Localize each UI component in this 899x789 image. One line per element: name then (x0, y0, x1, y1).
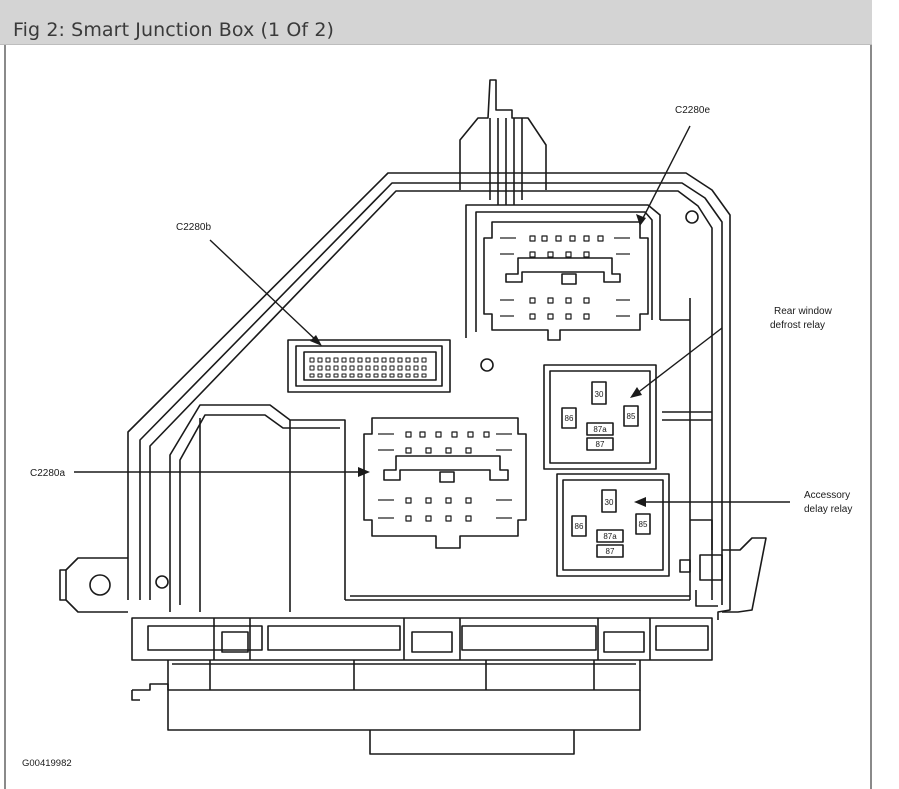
top-connector-tab (459, 79, 547, 205)
acc-relay-pin-86: 86 (575, 522, 584, 531)
label-c2280a: C2280a (30, 468, 65, 479)
acc-relay-pin-87: 87 (606, 547, 615, 556)
acc-relay-pin-85: 85 (639, 520, 648, 529)
relay-accessory-outline (556, 473, 670, 577)
rear-relay-pin-85: 85 (627, 412, 636, 421)
rear-relay-pin-87: 87 (596, 440, 605, 449)
figure-id: G00419982 (22, 758, 72, 769)
connector-c2280a (363, 417, 527, 549)
label-c2280e: C2280e (675, 105, 710, 116)
figure-title-bar: Fig 2: Smart Junction Box (1 Of 2) (0, 0, 872, 45)
leader-c2280b (209, 239, 319, 343)
rear-relay-pin-86: 86 (565, 414, 574, 423)
upper-compartment (465, 204, 661, 338)
page-margin (872, 0, 899, 789)
acc-relay-pin-30: 30 (605, 498, 614, 507)
label-accessory-line2: delay relay (804, 504, 852, 515)
figure-frame (4, 45, 872, 789)
left-pocket (169, 404, 346, 612)
left-mounting-ear (59, 557, 169, 613)
housing-outline (127, 172, 767, 620)
leader-c2280e (641, 125, 691, 221)
leader-rear-defrost (635, 327, 723, 395)
rear-relay-pin-87a: 87a (593, 425, 607, 434)
label-rear-defrost-line2: defrost relay (770, 320, 825, 331)
figure-title: Fig 2: Smart Junction Box (1 Of 2) (13, 19, 335, 41)
acc-relay-pin-87a: 87a (603, 532, 617, 541)
connector-c2280b (287, 339, 494, 393)
connector-c2280e (483, 221, 649, 341)
rear-relay-pin-30: 30 (595, 390, 604, 399)
label-c2280b: C2280b (176, 222, 211, 233)
relay-rear-defrost-outline (543, 364, 657, 470)
label-accessory-line1: Accessory (804, 490, 850, 501)
label-rear-defrost-line1: Rear window (774, 306, 833, 317)
housing-base (131, 617, 713, 755)
